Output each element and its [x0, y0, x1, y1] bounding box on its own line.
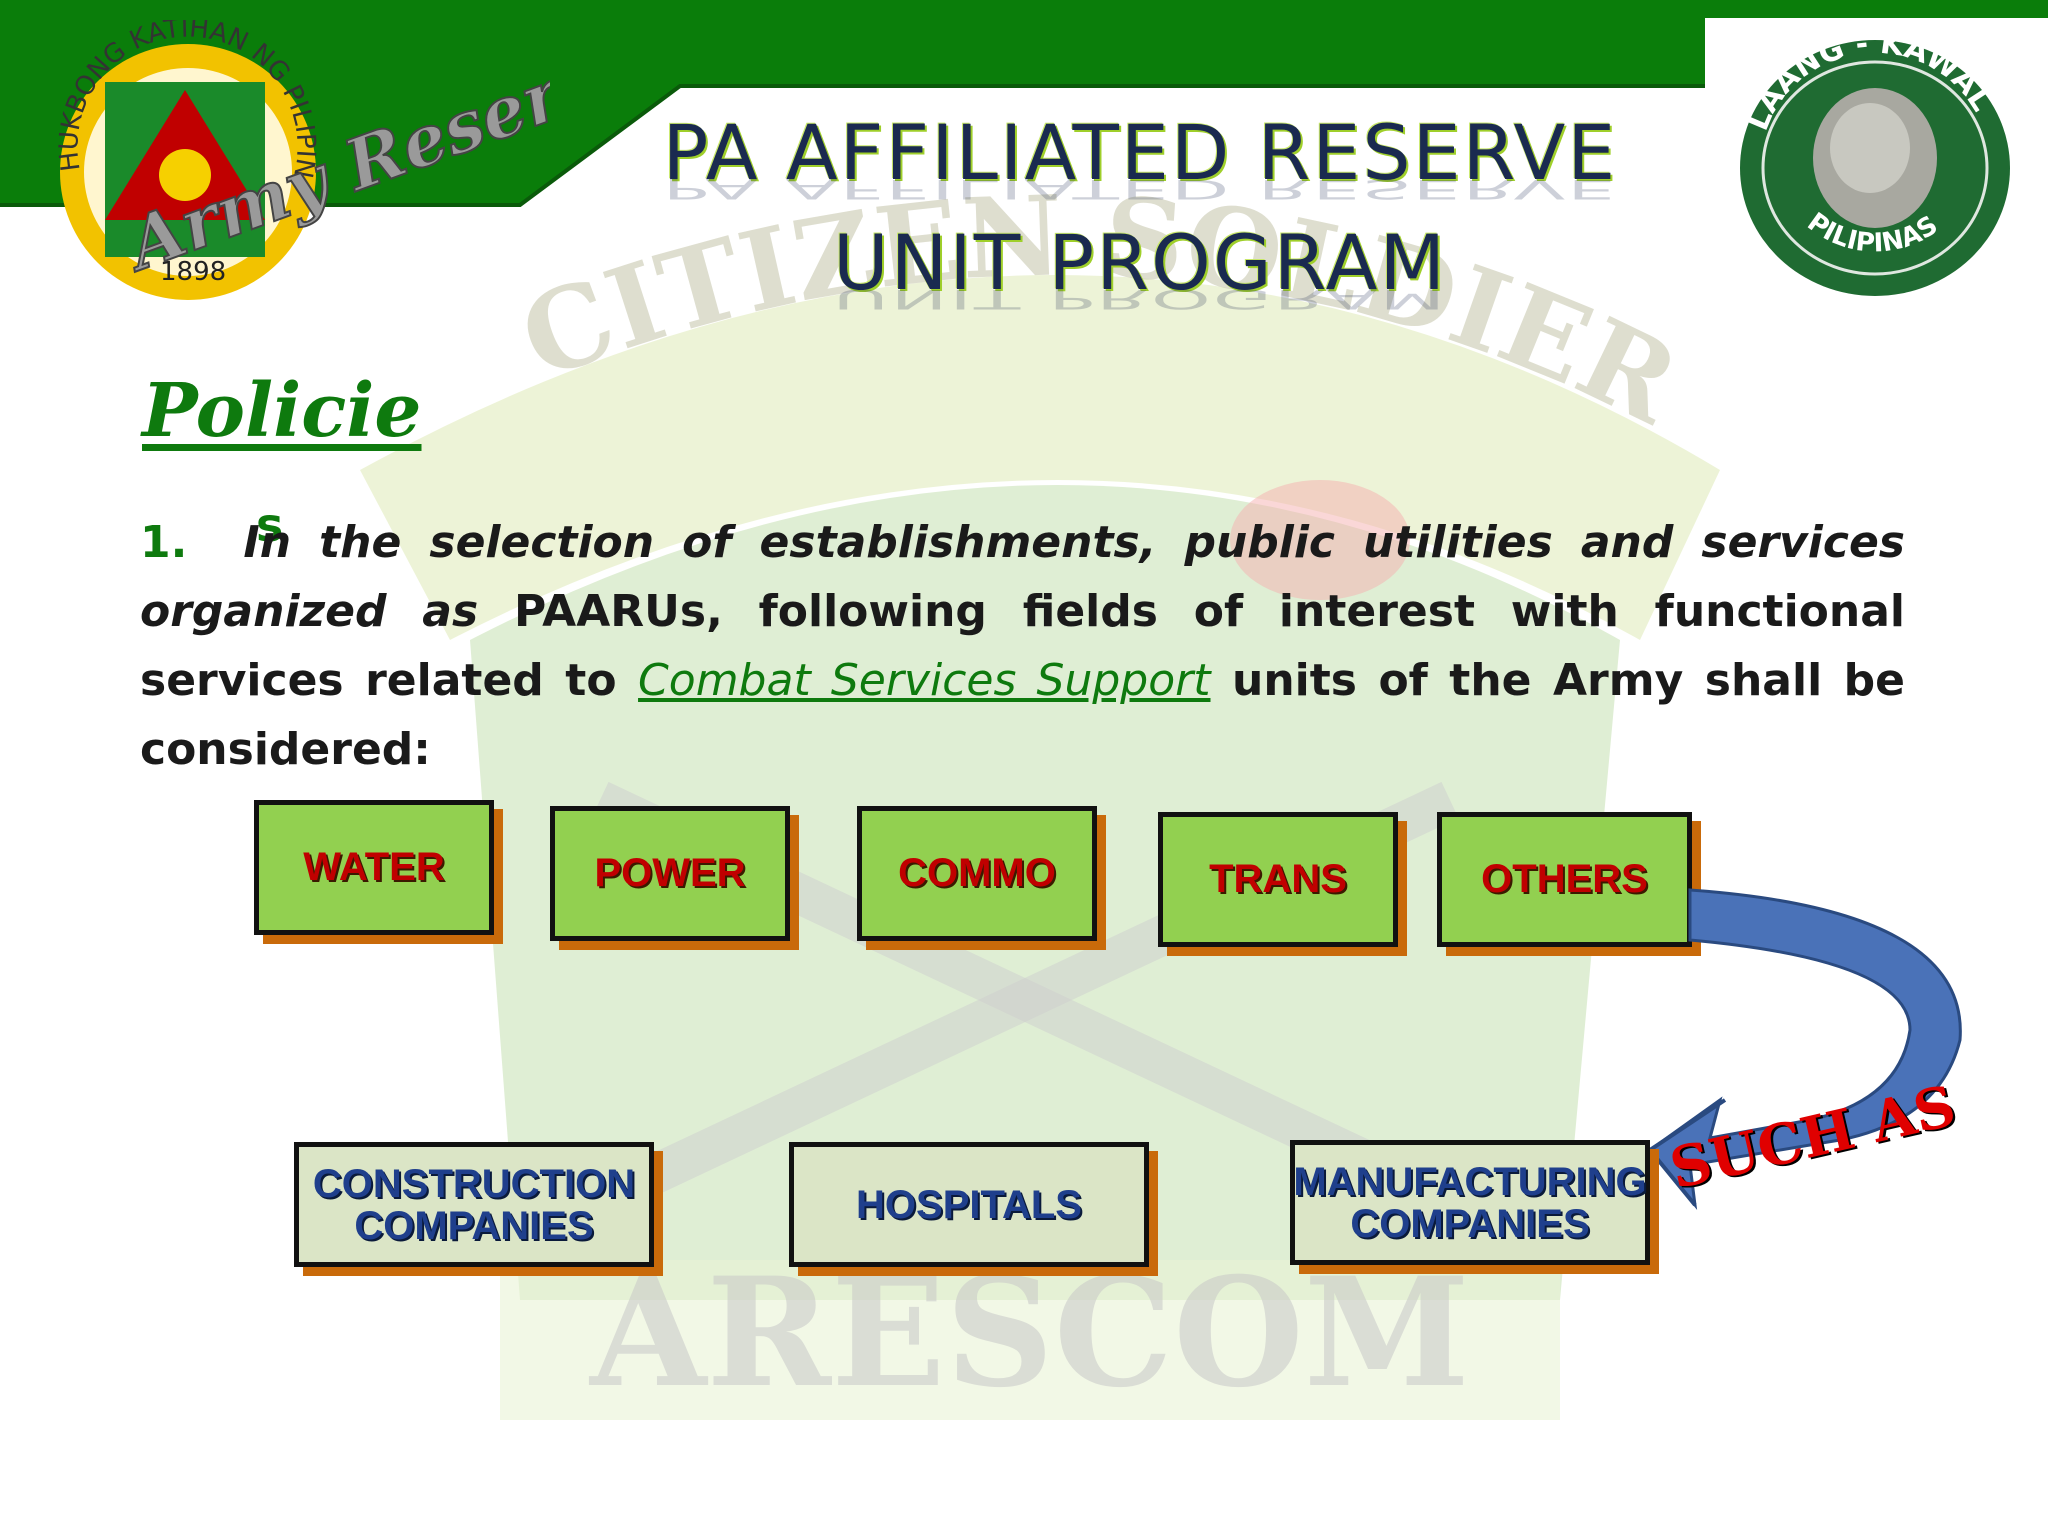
category-box-commo: COMMO [857, 806, 1097, 941]
army-reserve-logo: HUKBONG KATIHAN NG PILIPINAS 1898 Army R… [30, 20, 550, 300]
slide-title-line2: UNIT PROGRAM [832, 218, 1448, 307]
category-label: TRANS [1209, 857, 1347, 901]
category-label: POWER [594, 851, 746, 895]
category-label: WATER [303, 845, 445, 889]
slide-title-reflection: UNIT PROGRAM [832, 283, 1448, 315]
paragraph-lead-italic: In the selection of establishments, publ… [140, 517, 1905, 637]
such-as-curved-arrow [1647, 888, 1962, 1210]
example-box-hospitals: HOSPITALS [789, 1142, 1149, 1267]
category-box-others: OTHERS [1437, 812, 1692, 947]
category-label: COMMO [898, 851, 1056, 895]
slide-title-line1: PA AFFILIATED RESERVE [662, 108, 1618, 197]
laang-kawal-logo: LAANG - KAWAL PILIPINAS [1740, 28, 2010, 296]
category-box-trans: TRANS [1158, 812, 1398, 947]
category-box-water: WATER [254, 800, 494, 935]
slide-title-reflection: PA AFFILIATED RESERVE [662, 173, 1618, 205]
paragraph-tail: units of the Army shall be considered: [140, 655, 1905, 775]
policy-heading-suffix: s [256, 498, 284, 552]
item-number: 1. [140, 517, 188, 568]
svg-text:1898: 1898 [160, 257, 226, 287]
policy-heading: Policie [142, 368, 422, 454]
combat-services-support-link[interactable]: Combat Services Support [638, 655, 1211, 706]
paragraph-body: PAARUs, following fields of interest wit… [140, 586, 1905, 706]
paragraph-lead-italic-2: as [422, 586, 479, 637]
watermark-bottom-text: ARESCOM [588, 1245, 1470, 1421]
category-label: OTHERS [1481, 857, 1648, 901]
policy-paragraph: 1. In the selection of establishments, p… [140, 508, 1905, 784]
category-box-power: POWER [550, 806, 790, 941]
example-label: HOSPITALS [856, 1182, 1082, 1227]
